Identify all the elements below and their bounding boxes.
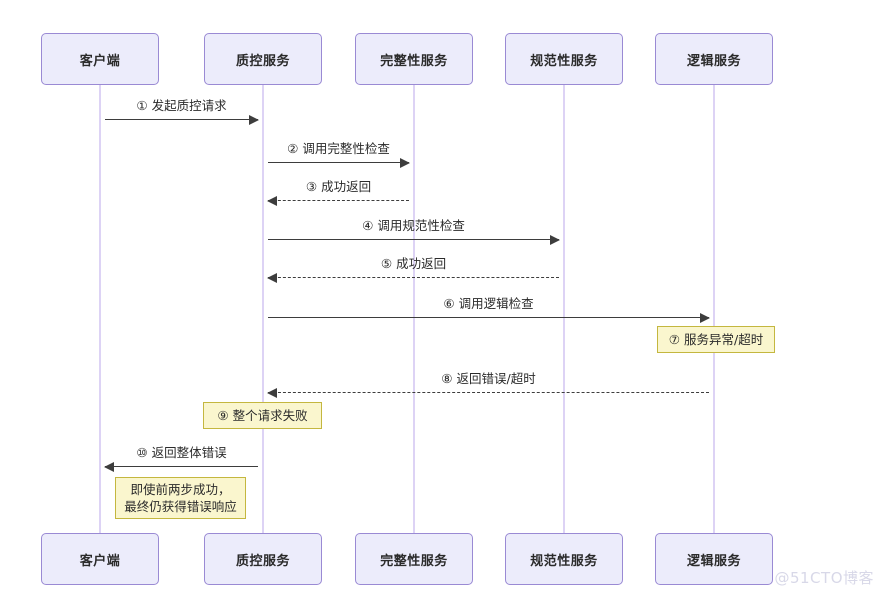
participant-label: 客户端 (79, 553, 121, 569)
message-arrow-5: ⑤ 成功返回 (267, 256, 559, 283)
lifeline-logic (713, 85, 715, 533)
participant-box-top-integrity[interactable]: 完整性服务 (355, 33, 473, 85)
arrow-line (268, 200, 409, 201)
participant-label: 逻辑服务 (686, 53, 741, 69)
message-arrow-4: ④ 调用规范性检查 (268, 218, 560, 245)
arrow-head-icon (104, 461, 114, 472)
arrow-line (105, 119, 258, 120)
message-arrow-6: ⑥ 调用逻辑检查 (268, 296, 710, 323)
lifeline-client (99, 85, 101, 533)
arrow-head-icon (700, 312, 710, 323)
arrow-line (268, 239, 559, 240)
lifeline-qc (262, 85, 264, 533)
participant-box-top-standard[interactable]: 规范性服务 (505, 33, 623, 85)
arrow-line (268, 317, 709, 318)
participant-box-top-logic[interactable]: 逻辑服务 (655, 33, 773, 85)
message-arrow-10: ⑩ 返回整体错误 (104, 445, 258, 472)
message-label: ③ 成功返回 (305, 179, 372, 194)
participant-label: 规范性服务 (530, 53, 598, 69)
message-arrow-3: ③ 成功返回 (267, 179, 409, 206)
arrow-line (105, 466, 258, 467)
arrow-line (268, 162, 409, 163)
note-request-failed: ⑨ 整个请求失败 (203, 402, 322, 429)
participant-box-bottom-standard[interactable]: 规范性服务 (505, 533, 623, 585)
participant-label: 逻辑服务 (686, 553, 741, 569)
message-arrow-1: ① 发起质控请求 (105, 98, 259, 125)
arrow-line (268, 277, 559, 278)
participant-box-bottom-qc[interactable]: 质控服务 (204, 533, 322, 585)
arrow-head-icon (550, 234, 560, 245)
participant-label: 客户端 (79, 53, 121, 69)
participant-label: 完整性服务 (380, 53, 448, 69)
participant-label: 质控服务 (235, 53, 290, 69)
note-line: ⑦ 服务异常/超时 (668, 332, 764, 347)
message-label: ④ 调用规范性检查 (362, 218, 465, 233)
participant-box-bottom-logic[interactable]: 逻辑服务 (655, 533, 773, 585)
note-line: 即使前两步成功， (130, 482, 231, 497)
arrow-line (268, 392, 709, 393)
watermark: @51CTO博客 (774, 569, 874, 587)
note-line: ⑨ 整个请求失败 (217, 408, 308, 423)
participant-box-top-client[interactable]: 客户端 (41, 33, 159, 85)
lifeline-integrity (413, 85, 415, 533)
message-label: ⑤ 成功返回 (380, 256, 447, 271)
message-label: ② 调用完整性检查 (287, 141, 390, 156)
message-label: ⑥ 调用逻辑检查 (443, 296, 534, 311)
participant-label: 完整性服务 (380, 553, 448, 569)
note-final-error-response: 即使前两步成功， 最终仍获得错误响应 (115, 477, 246, 519)
message-arrow-2: ② 调用完整性检查 (268, 141, 410, 168)
arrow-head-icon (267, 387, 277, 398)
message-label: ⑧ 返回错误/超时 (441, 371, 536, 386)
participant-box-bottom-integrity[interactable]: 完整性服务 (355, 533, 473, 585)
arrow-head-icon (267, 272, 277, 283)
participant-box-top-qc[interactable]: 质控服务 (204, 33, 322, 85)
note-line: 最终仍获得错误响应 (124, 499, 237, 514)
participant-label: 质控服务 (235, 553, 290, 569)
participant-label: 规范性服务 (530, 553, 598, 569)
message-arrow-8: ⑧ 返回错误/超时 (267, 371, 709, 398)
message-label: ⑩ 返回整体错误 (136, 445, 227, 460)
lifeline-standard (563, 85, 565, 533)
participant-box-bottom-client[interactable]: 客户端 (41, 533, 159, 585)
arrow-head-icon (249, 114, 259, 125)
note-service-exception: ⑦ 服务异常/超时 (657, 326, 775, 353)
arrow-head-icon (400, 157, 410, 168)
message-label: ① 发起质控请求 (136, 98, 227, 113)
arrow-head-icon (267, 195, 277, 206)
